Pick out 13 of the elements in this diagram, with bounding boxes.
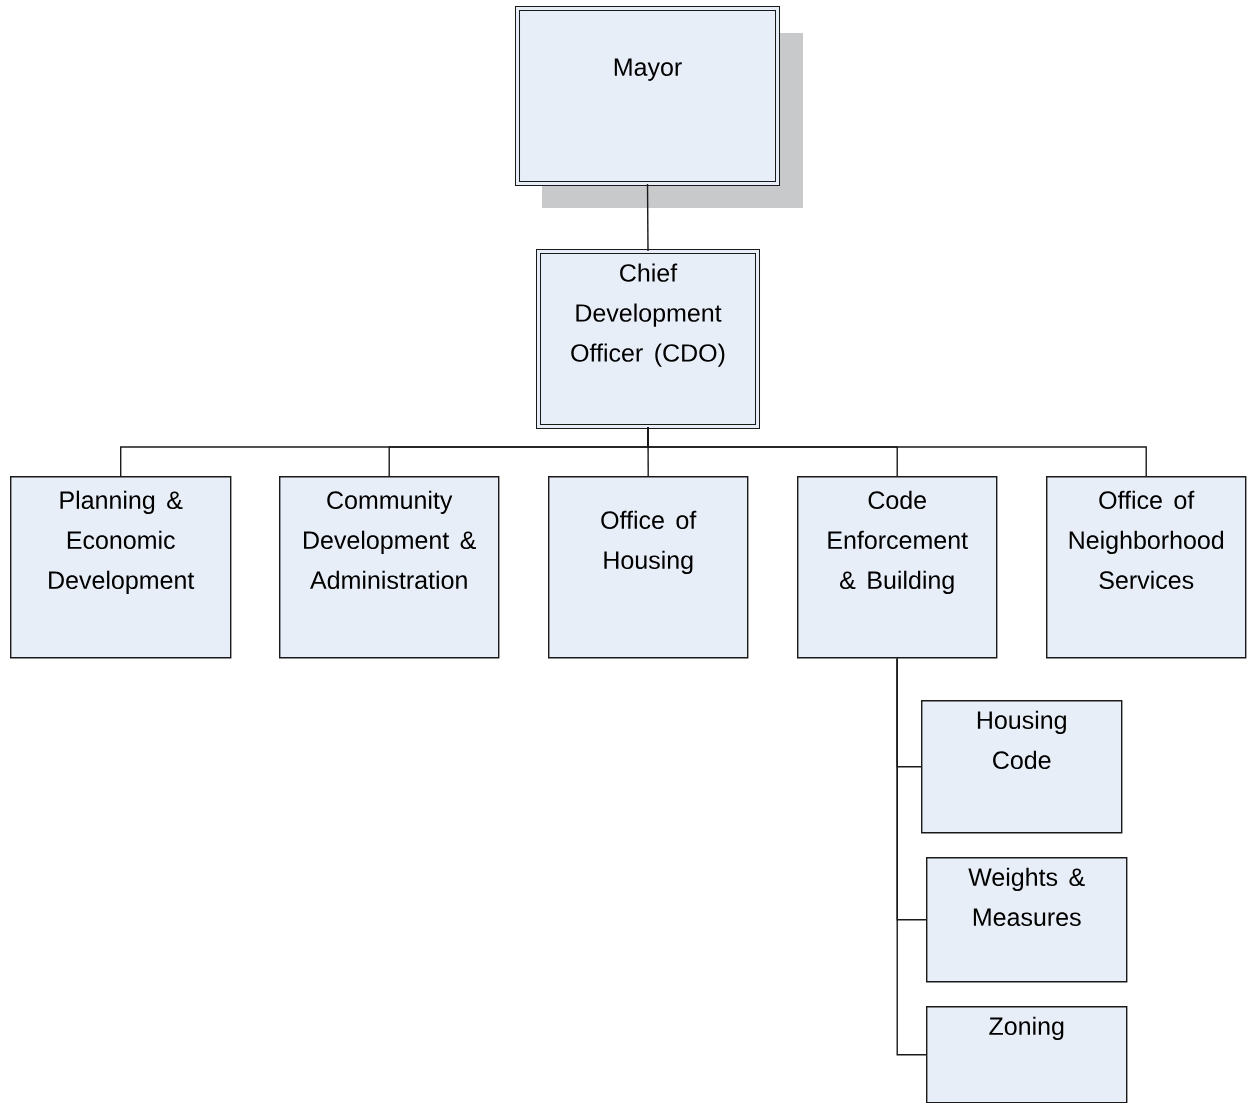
connector-line xyxy=(896,657,927,1056)
position-box: Zoning xyxy=(926,1006,1128,1103)
position-box: Community Development & Administration xyxy=(279,476,500,659)
position-box: Mayor xyxy=(515,6,803,208)
position-box: Office of Neighborhood Services xyxy=(1046,476,1247,659)
position-box: Code Enforcement & Building xyxy=(797,476,998,659)
position-box: Chief Development Officer (CDO) xyxy=(536,249,760,429)
connector-line xyxy=(647,426,1147,477)
connector-line xyxy=(646,183,649,252)
position-box: Planning & Economic Development xyxy=(10,476,232,659)
position-box: Housing Code xyxy=(921,700,1123,834)
position-box: Office of Housing xyxy=(548,476,749,659)
position-box: Weights & Measures xyxy=(926,857,1128,983)
